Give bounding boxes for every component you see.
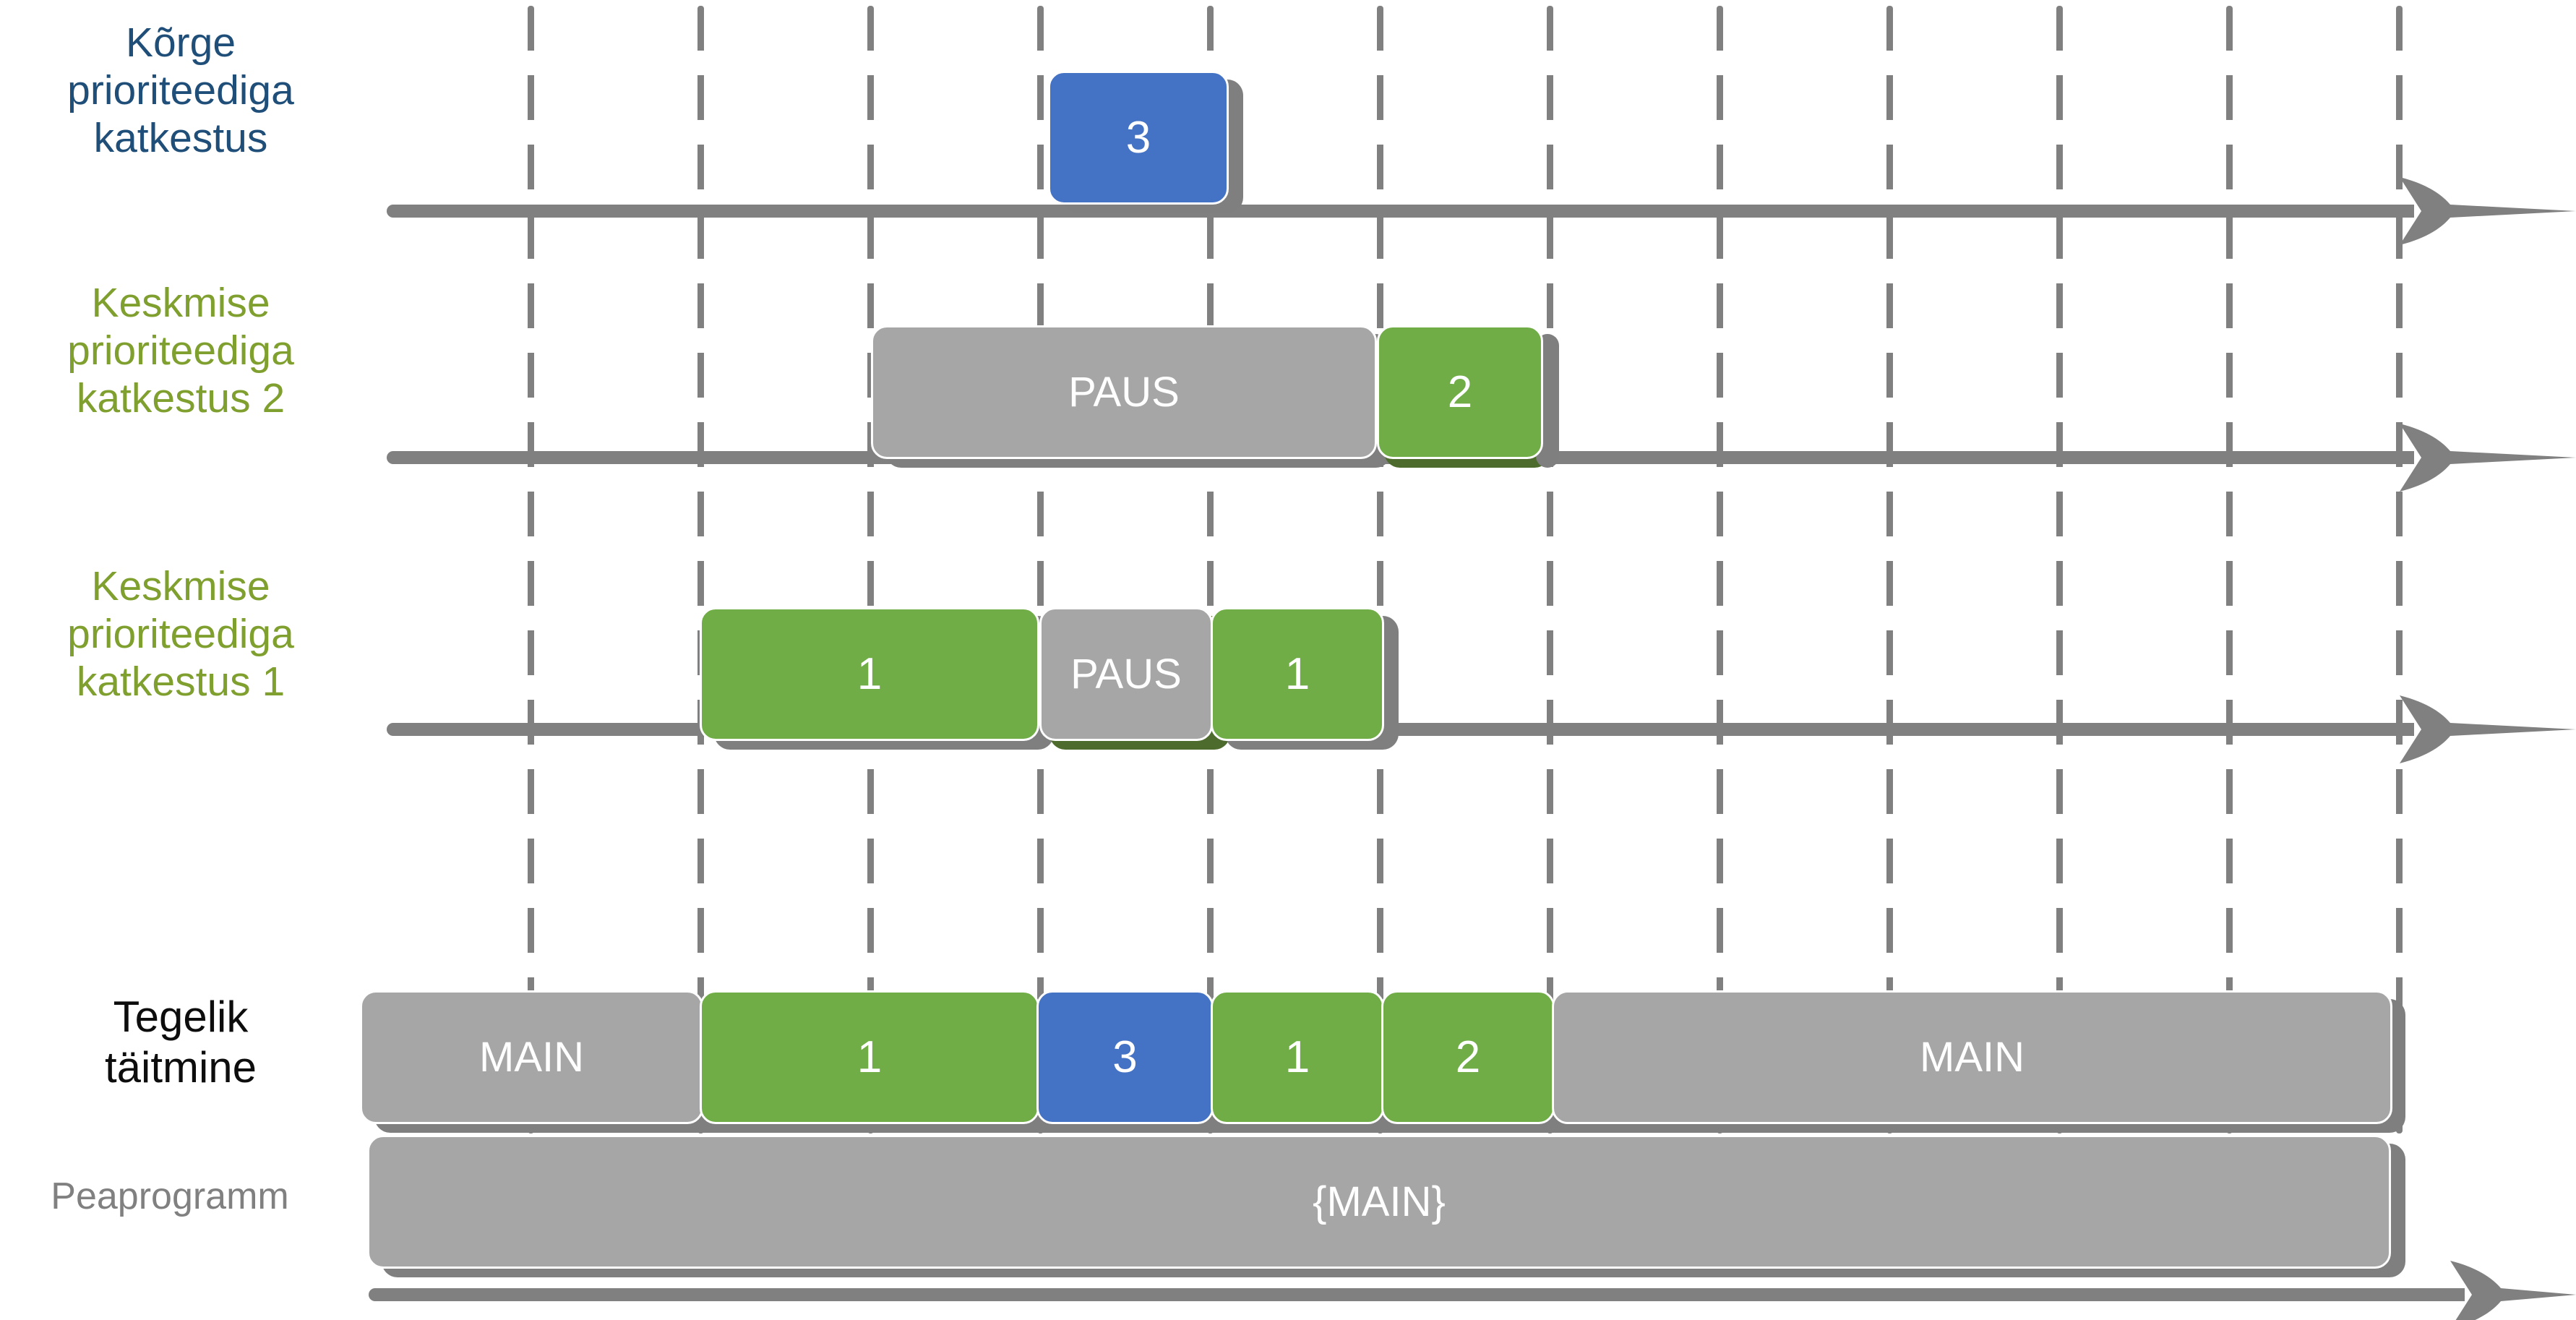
timeline-arrowhead-medium-1 bbox=[2400, 695, 2576, 763]
grid-line bbox=[1547, 6, 1553, 1133]
row-label-high-priority: Kõrge prioriteediga katkestus bbox=[7, 19, 354, 162]
grid-line bbox=[2226, 6, 2233, 1133]
row-label-main-program: Peaprogramm bbox=[0, 1175, 340, 1218]
grid-line bbox=[867, 6, 874, 1133]
timeline-axis-high-priority bbox=[387, 205, 2414, 218]
timeline-axis-medium-1 bbox=[387, 723, 2414, 736]
block-exec-1a[interactable]: 1 bbox=[700, 990, 1039, 1124]
label-line: prioriteediga bbox=[67, 611, 294, 658]
label-line: Kõrge bbox=[125, 20, 236, 66]
label-line: katkestus 1 bbox=[76, 659, 285, 706]
grid-line bbox=[697, 6, 704, 1133]
label-line: Tegelik bbox=[113, 993, 249, 1041]
row-label-actual-execution: Tegelik täitmine bbox=[7, 992, 354, 1092]
grid-line bbox=[2056, 6, 2063, 1133]
label-line: prioriteediga bbox=[67, 327, 294, 374]
block-exec-2[interactable]: 2 bbox=[1381, 990, 1555, 1124]
block-exec-main-second[interactable]: MAIN bbox=[1552, 990, 2392, 1124]
block-medium1-first[interactable]: 1 bbox=[700, 607, 1039, 741]
timeline-arrowhead-high-priority bbox=[2400, 177, 2576, 245]
grid-line bbox=[1037, 6, 1044, 1133]
block-medium2-2[interactable]: 2 bbox=[1377, 325, 1543, 459]
label-line: katkestus 2 bbox=[76, 375, 285, 422]
label-line: Keskmise bbox=[91, 563, 270, 609]
block-medium2-paus[interactable]: PAUS bbox=[871, 325, 1377, 459]
grid-line bbox=[1886, 6, 1893, 1133]
label-line: prioriteediga bbox=[67, 67, 294, 114]
block-main-program[interactable]: {MAIN} bbox=[367, 1135, 2391, 1269]
timeline-axis-bottom bbox=[369, 1288, 2465, 1301]
block-exec-1b[interactable]: 1 bbox=[1211, 990, 1384, 1124]
label-line: Keskmise bbox=[91, 280, 270, 326]
timeline-arrowhead-medium-2 bbox=[2400, 424, 2576, 492]
row-label-medium-priority-1: Keskmise prioriteediga katkestus 1 bbox=[7, 562, 354, 706]
block-exec-main-first[interactable]: MAIN bbox=[360, 990, 703, 1124]
block-medium1-second[interactable]: 1 bbox=[1211, 607, 1384, 741]
row-label-medium-priority-2: Keskmise prioriteediga katkestus 2 bbox=[7, 279, 354, 422]
label-line: täitmine bbox=[104, 1042, 257, 1092]
timeline-arrowhead-bottom bbox=[2450, 1261, 2576, 1320]
block-medium1-paus[interactable]: PAUS bbox=[1039, 607, 1213, 741]
grid-line bbox=[1717, 6, 1723, 1133]
label-line: katkestus bbox=[93, 115, 268, 162]
grid-line bbox=[528, 6, 534, 1133]
label-line: Peaprogramm bbox=[51, 1175, 289, 1217]
grid-line bbox=[1207, 6, 1214, 1133]
block-exec-3[interactable]: 3 bbox=[1036, 990, 1214, 1124]
grid-line bbox=[2396, 6, 2403, 1133]
grid-line bbox=[1377, 6, 1383, 1133]
block-high-priority-3[interactable]: 3 bbox=[1048, 71, 1229, 205]
